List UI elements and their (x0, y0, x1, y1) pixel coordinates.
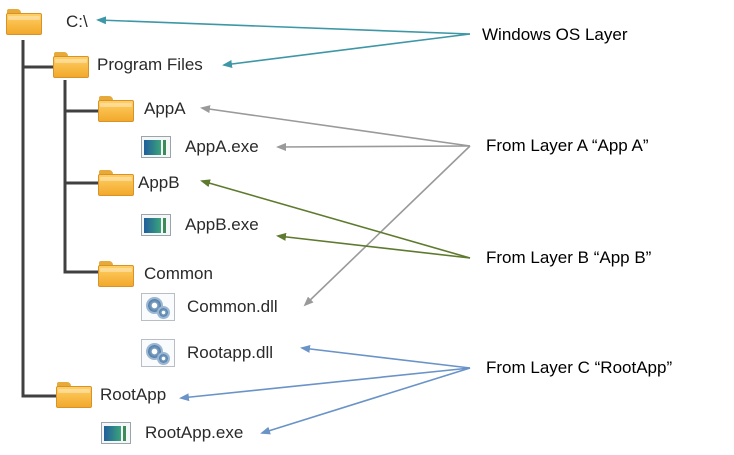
node-appb: AppB (98, 170, 180, 196)
layer-a-arrow-appa-exe (276, 142, 471, 151)
os-arrow-program-files (222, 33, 471, 68)
exe-icon (141, 214, 171, 236)
node-label-appa-exe: AppA.exe (185, 137, 259, 156)
folder-icon (98, 170, 134, 196)
node-rootapp-exe: RootApp.exe (101, 422, 243, 444)
node-label-program-files: Program Files (97, 55, 203, 74)
folder-icon (98, 261, 134, 287)
node-rootapp-dll: Rootapp.dll (141, 339, 273, 367)
node-label-rootapp: RootApp (100, 385, 167, 404)
os-arrow-root (96, 16, 471, 35)
node-appa-exe: AppA.exe (141, 136, 259, 158)
node-program-files: Program Files (53, 52, 203, 78)
node-label-common-dll: Common.dll (187, 297, 278, 316)
tree-line-program-files (63, 80, 100, 274)
note-layer-c: From Layer C “RootApp” (486, 358, 673, 377)
folder-icon (98, 96, 134, 122)
node-label-rootapp-exe: RootApp.exe (145, 423, 244, 442)
layer-c-arrow-rootapp-dll (300, 344, 471, 369)
layer-a-arrow-common-dll (303, 145, 471, 307)
node-label-rootapp-dll: Rootapp.dll (187, 343, 274, 362)
exe-icon (141, 136, 171, 158)
folder-icon (53, 52, 89, 78)
layer-a-arrow-appa (200, 105, 471, 147)
note-windows-os-layer: Windows OS Layer (482, 25, 628, 44)
tree-line-root (21, 40, 56, 398)
node-appa: AppA (98, 96, 186, 122)
exe-icon (101, 422, 131, 444)
layer-b-arrow-appb-exe (276, 232, 471, 259)
node-appb-exe: AppB.exe (141, 214, 259, 236)
note-layer-b: From Layer B “App B” (486, 248, 652, 267)
dll-gear-icon (141, 339, 175, 367)
folder-icon (56, 382, 92, 408)
folder-icon (6, 9, 42, 35)
node-common-dll: Common.dll (141, 293, 278, 321)
node-label-appb: AppB (138, 173, 180, 192)
node-rootapp: RootApp (56, 382, 166, 408)
node-label-common: Common (144, 264, 213, 283)
node-label-root: C:\ (66, 12, 88, 31)
layer-b-arrow-appb (200, 179, 471, 259)
note-layer-a: From Layer A “App A” (486, 136, 649, 155)
layer-c-arrow-rootapp (179, 367, 471, 402)
node-root: C:\ (6, 9, 88, 35)
node-common: Common (98, 261, 213, 287)
node-label-appb-exe: AppB.exe (185, 215, 259, 234)
node-label-appa: AppA (144, 99, 186, 118)
layer-c-arrow-rootapp-exe (260, 367, 471, 435)
dll-gear-icon (141, 293, 175, 321)
